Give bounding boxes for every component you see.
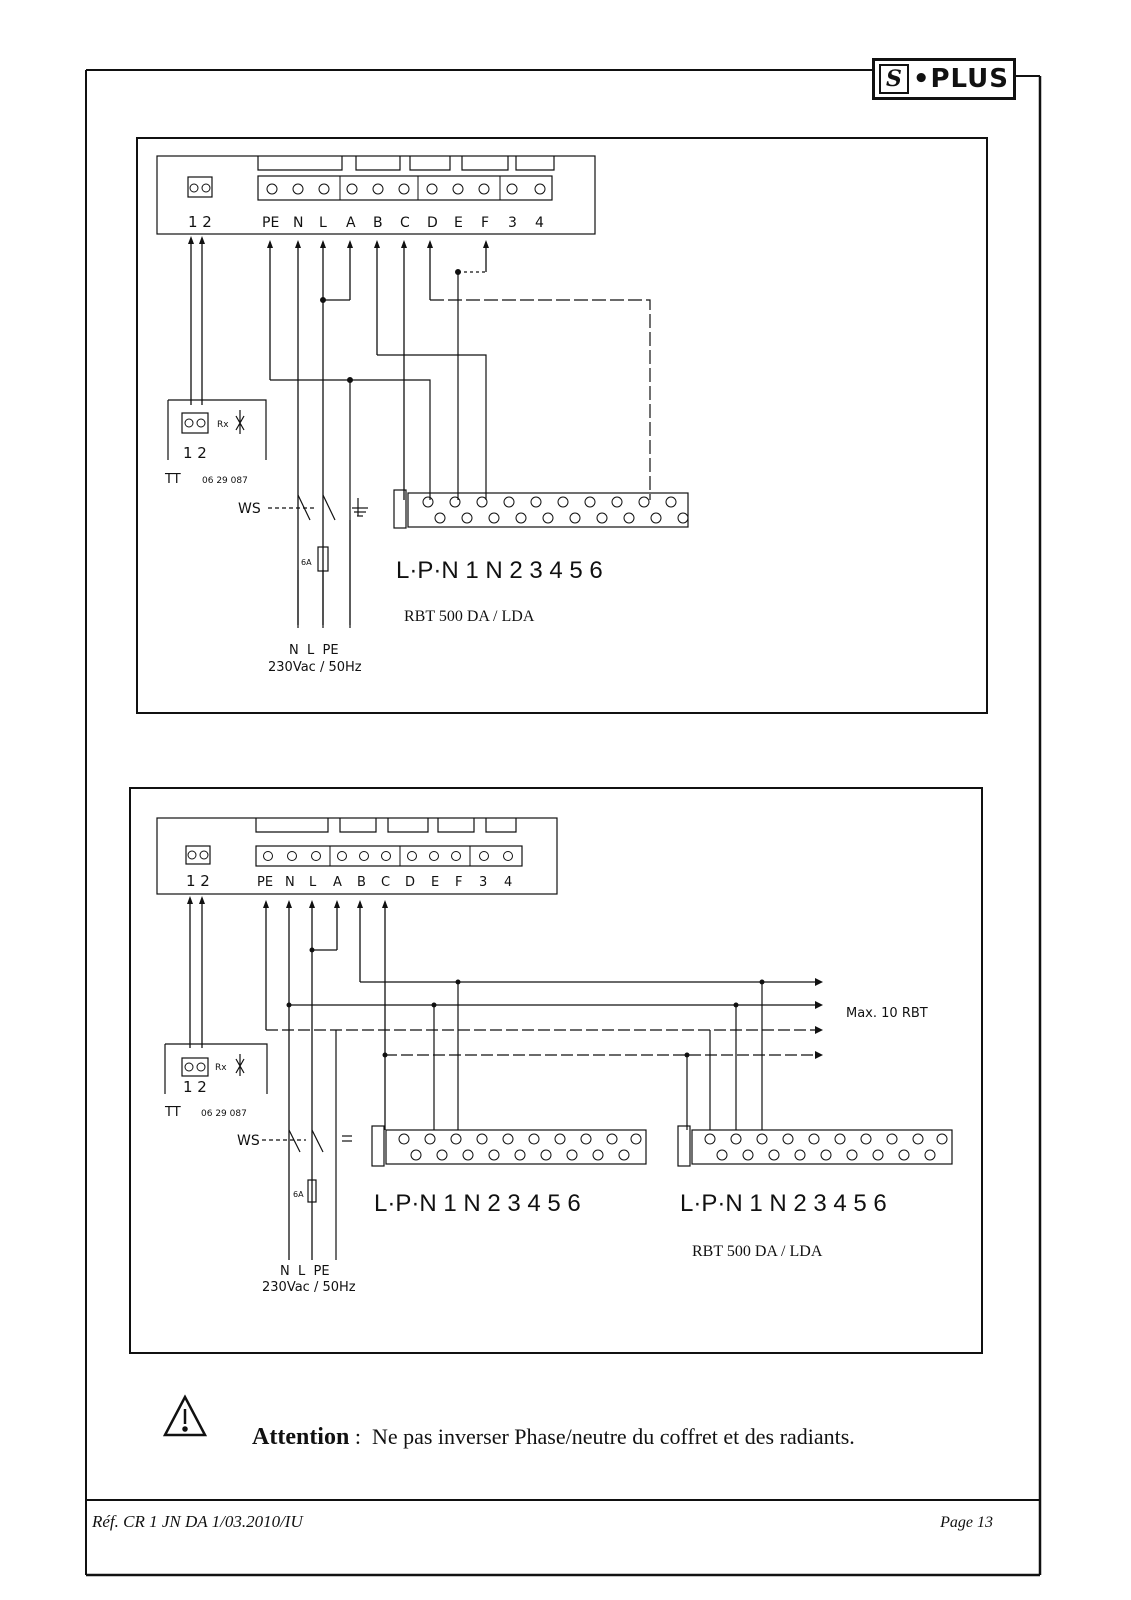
footer-page-number: Page 13: [940, 1514, 993, 1531]
d2-label-a: A: [333, 875, 342, 890]
d1-label-4: 4: [535, 215, 544, 231]
d1-tt-terminal: 1 2: [183, 444, 207, 462]
d1-label-3: 3: [508, 215, 517, 231]
d1-label-b: B: [373, 215, 383, 231]
attention-separator: :: [349, 1424, 372, 1449]
d2-label-f: F: [455, 875, 462, 890]
d1-tt-ref: 06 29 087: [202, 476, 248, 486]
d2-label-4: 4: [504, 875, 512, 890]
d2-supply-terminals: N L PE: [280, 1264, 330, 1279]
d1-ws-label: WS: [238, 501, 261, 517]
d2-tt-label: TT: [164, 1105, 181, 1120]
d2-label-pe: PE: [257, 875, 273, 890]
logo-mark: S: [879, 64, 909, 94]
d2-thermo-terminals: 1 2: [186, 872, 210, 890]
d2-label-c: C: [381, 875, 390, 890]
d2-label-l: L: [309, 875, 317, 890]
d2-label-b: B: [357, 875, 366, 890]
d1-label-f: F: [481, 215, 489, 231]
d1-label-c: C: [400, 215, 410, 231]
diagram-2: [129, 787, 983, 1354]
d2-rbt1-terminals: L·P·N 1 N 2 3 4 5 6: [374, 1190, 581, 1217]
d2-rbt2-terminals: L·P·N 1 N 2 3 4 5 6: [680, 1190, 887, 1217]
d2-tt-ref: 06 29 087: [201, 1109, 247, 1119]
attention-note: Attention : Ne pas inverser Phase/neutre…: [252, 1424, 855, 1451]
d2-rbt-label: RBT 500 DA / LDA: [692, 1243, 823, 1260]
d1-thermo-terminals: 1 2: [188, 213, 212, 231]
d1-tt-rx: Rx: [217, 420, 229, 430]
d1-label-e: E: [454, 215, 463, 231]
d2-label-d: D: [405, 875, 415, 890]
d1-label-pe: PE: [262, 215, 279, 231]
d2-max-label: Max. 10 RBT: [846, 1006, 928, 1021]
d1-supply-terminals: N L PE: [289, 643, 339, 658]
d2-ws-label: WS: [237, 1133, 260, 1149]
splus-logo: S •PLUS: [872, 58, 1016, 100]
d1-tt-label: TT: [164, 472, 181, 487]
logo-text: •PLUS: [912, 64, 1009, 94]
d2-tt-terminal: 1 2: [183, 1078, 207, 1096]
warning-icon: [162, 1394, 208, 1437]
d1-label-n: N: [293, 215, 303, 231]
diagram-1: [136, 137, 988, 714]
d1-rbt-label: RBT 500 DA / LDA: [404, 608, 535, 625]
attention-title: Attention: [252, 1424, 350, 1450]
d2-tt-rx: Rx: [215, 1063, 227, 1073]
d2-label-e: E: [431, 875, 439, 890]
d1-rbt-terminals: L·P·N 1 N 2 3 4 5 6: [396, 557, 603, 584]
attention-text: Ne pas inverser Phase/neutre du coffret …: [371, 1424, 855, 1449]
d2-label-n: N: [285, 875, 295, 890]
d2-supply-label: 230Vac / 50Hz: [262, 1280, 356, 1295]
d2-fuse-label: 6A: [293, 1190, 304, 1199]
d1-fuse-label: 6A: [301, 558, 312, 567]
d1-supply-label: 230Vac / 50Hz: [268, 660, 362, 675]
d2-label-3: 3: [479, 875, 487, 890]
d1-label-a: A: [346, 215, 356, 231]
d1-label-l: L: [319, 215, 327, 231]
footer-reference: Réf. CR 1 JN DA 1/03.2010/IU: [92, 1512, 303, 1531]
d1-label-d: D: [427, 215, 438, 231]
